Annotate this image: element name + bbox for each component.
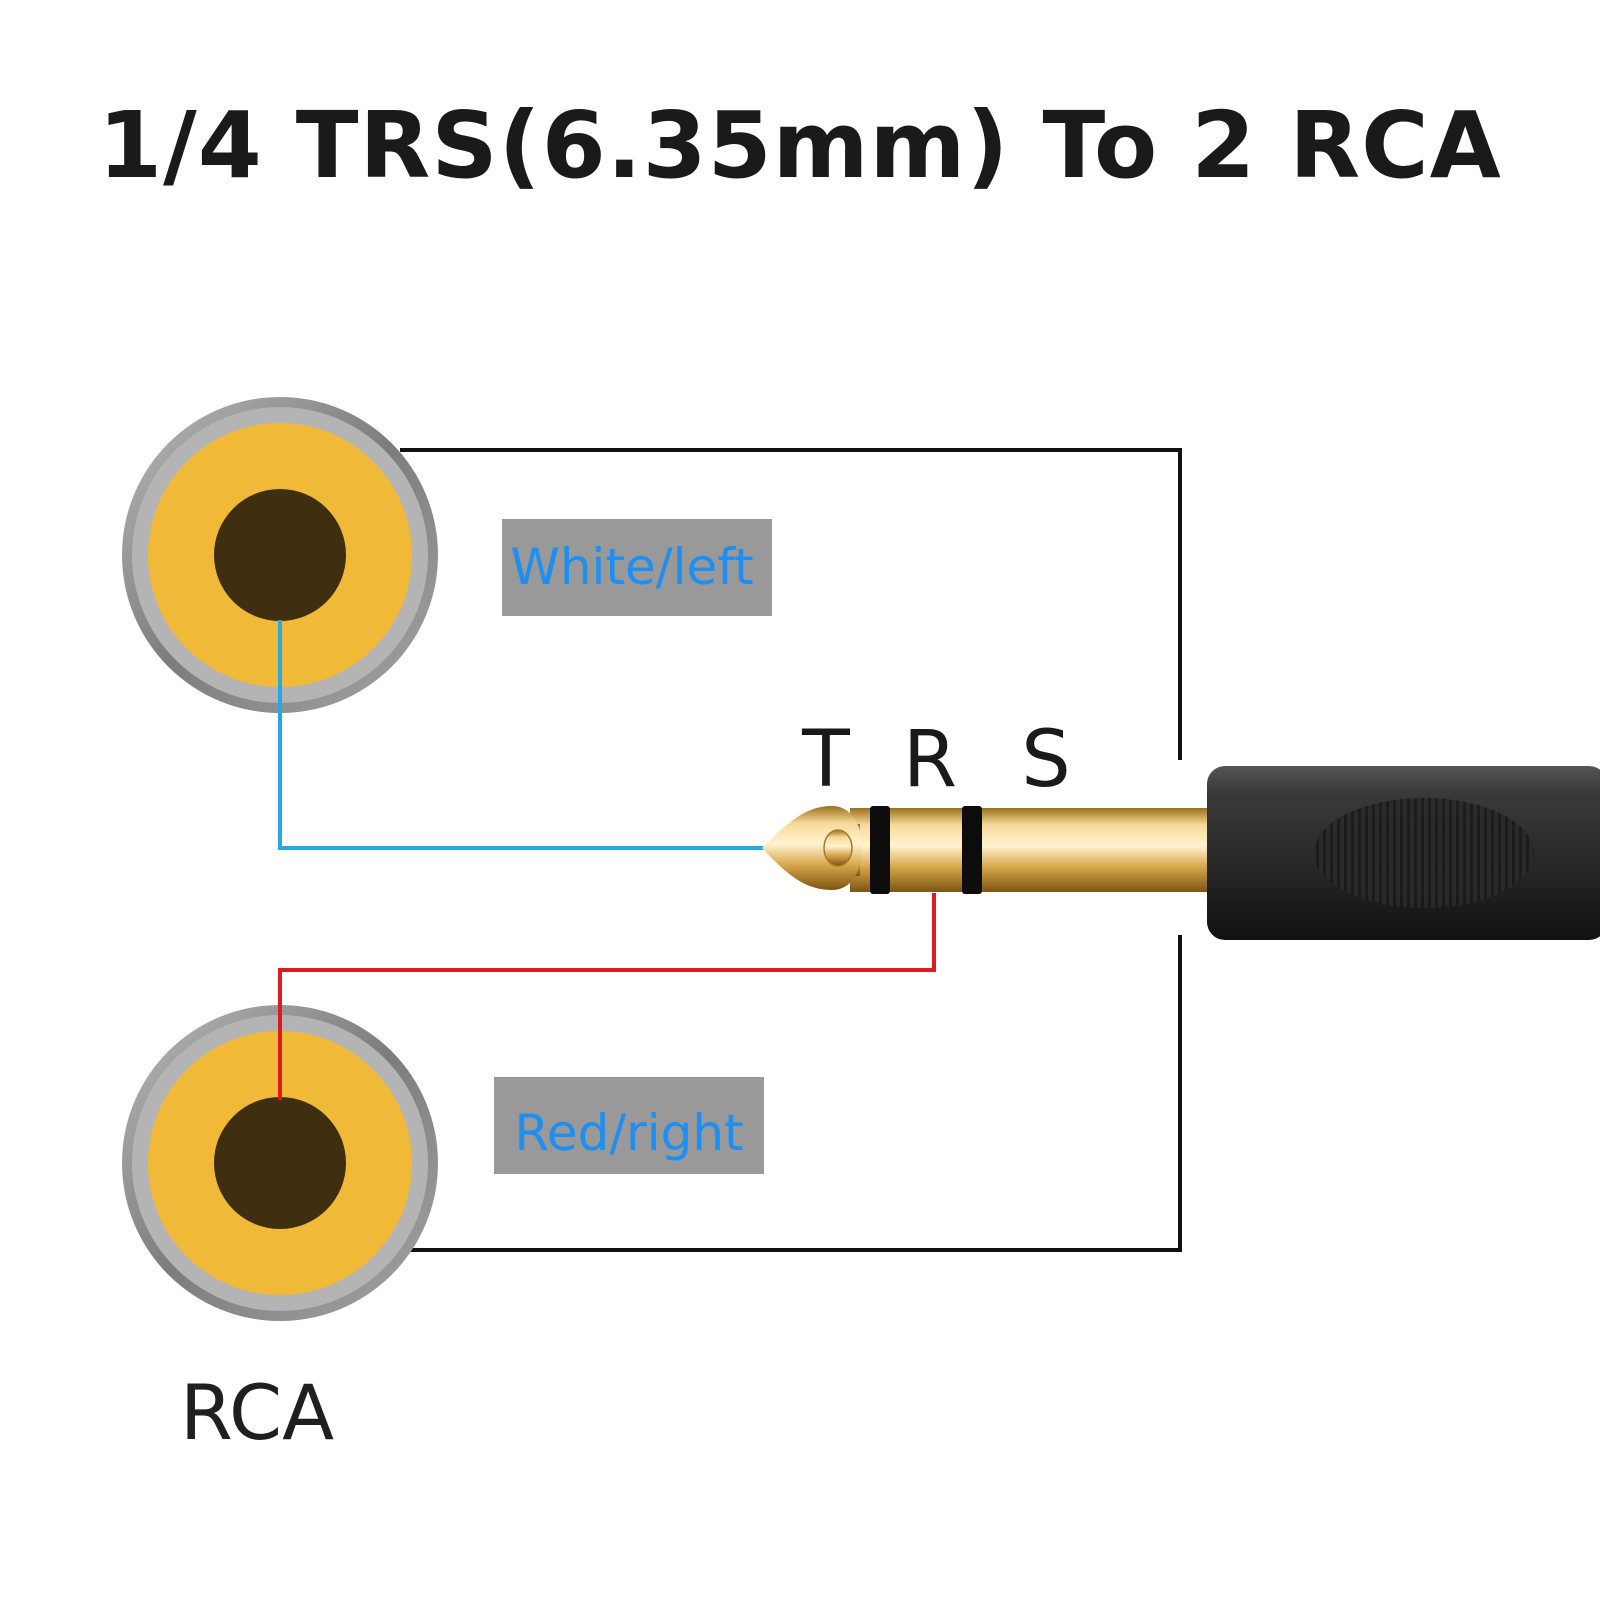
trs-sleeve-letter: S <box>1021 715 1071 805</box>
svg-text:Red/right: Red/right <box>514 1104 743 1162</box>
ground-wire-bottom <box>400 935 1182 1252</box>
trs-plug-icon <box>762 766 1600 940</box>
trs-tip-letter: T <box>801 715 850 805</box>
svg-text:White/left: White/left <box>510 538 753 596</box>
ground-wire-top <box>400 448 1182 760</box>
rca-jack-icon <box>122 1005 438 1321</box>
trs-ring-letter: R <box>903 715 957 805</box>
page-title: 1/4 TRS(6.35mm) To 2 RCA <box>98 92 1502 199</box>
rca-caption: RCA <box>180 1368 335 1457</box>
label-red-right: Red/right <box>494 1077 764 1174</box>
label-white-left: White/left <box>502 519 772 616</box>
rca-jack-icon <box>122 397 438 713</box>
